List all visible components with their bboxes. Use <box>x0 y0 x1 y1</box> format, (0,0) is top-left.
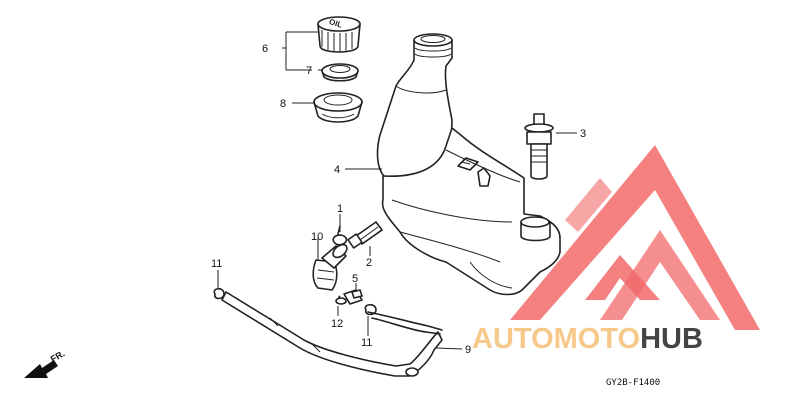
oil-cap: OIL <box>317 16 361 53</box>
callout-12: 12 <box>331 318 343 330</box>
callout-10: 10 <box>311 231 323 243</box>
fitting-washer <box>335 297 347 305</box>
callout-11-right: 11 <box>361 337 372 349</box>
callout-1: 1 <box>337 203 343 215</box>
callout-8: 8 <box>280 98 286 110</box>
hose-clip-2 <box>364 303 377 316</box>
callout-5: 5 <box>352 273 358 285</box>
callout-3: 3 <box>580 128 586 140</box>
figure-code: GY2B-F1400 <box>606 378 660 388</box>
front-arrow-icon <box>24 360 58 378</box>
front-label: FR. <box>49 348 67 364</box>
filler-grommet <box>313 92 363 123</box>
oil-cap-text: OIL <box>328 17 344 30</box>
callout-6: 6 <box>262 43 268 55</box>
hose-joint <box>312 243 348 291</box>
watermark-text-part2: HUB <box>640 323 703 355</box>
oil-hose <box>221 291 443 377</box>
callout-4: 4 <box>334 164 340 176</box>
watermark-text: AUTOMOTOHUB <box>472 323 703 355</box>
watermark-text-part1: AUTOMOTO <box>472 323 640 355</box>
drain-bolt <box>347 221 383 249</box>
callout-2: 2 <box>366 257 372 269</box>
callout-11-left: 11 <box>211 258 222 270</box>
leader-lines <box>217 31 577 350</box>
callout-9: 9 <box>465 344 471 356</box>
o-ring <box>321 63 359 82</box>
hose-clip-3 <box>213 287 225 300</box>
callout-7: 7 <box>306 65 312 77</box>
oil-tank <box>376 33 561 296</box>
watermark-logo-icon <box>510 145 760 330</box>
level-sensor <box>524 113 554 180</box>
